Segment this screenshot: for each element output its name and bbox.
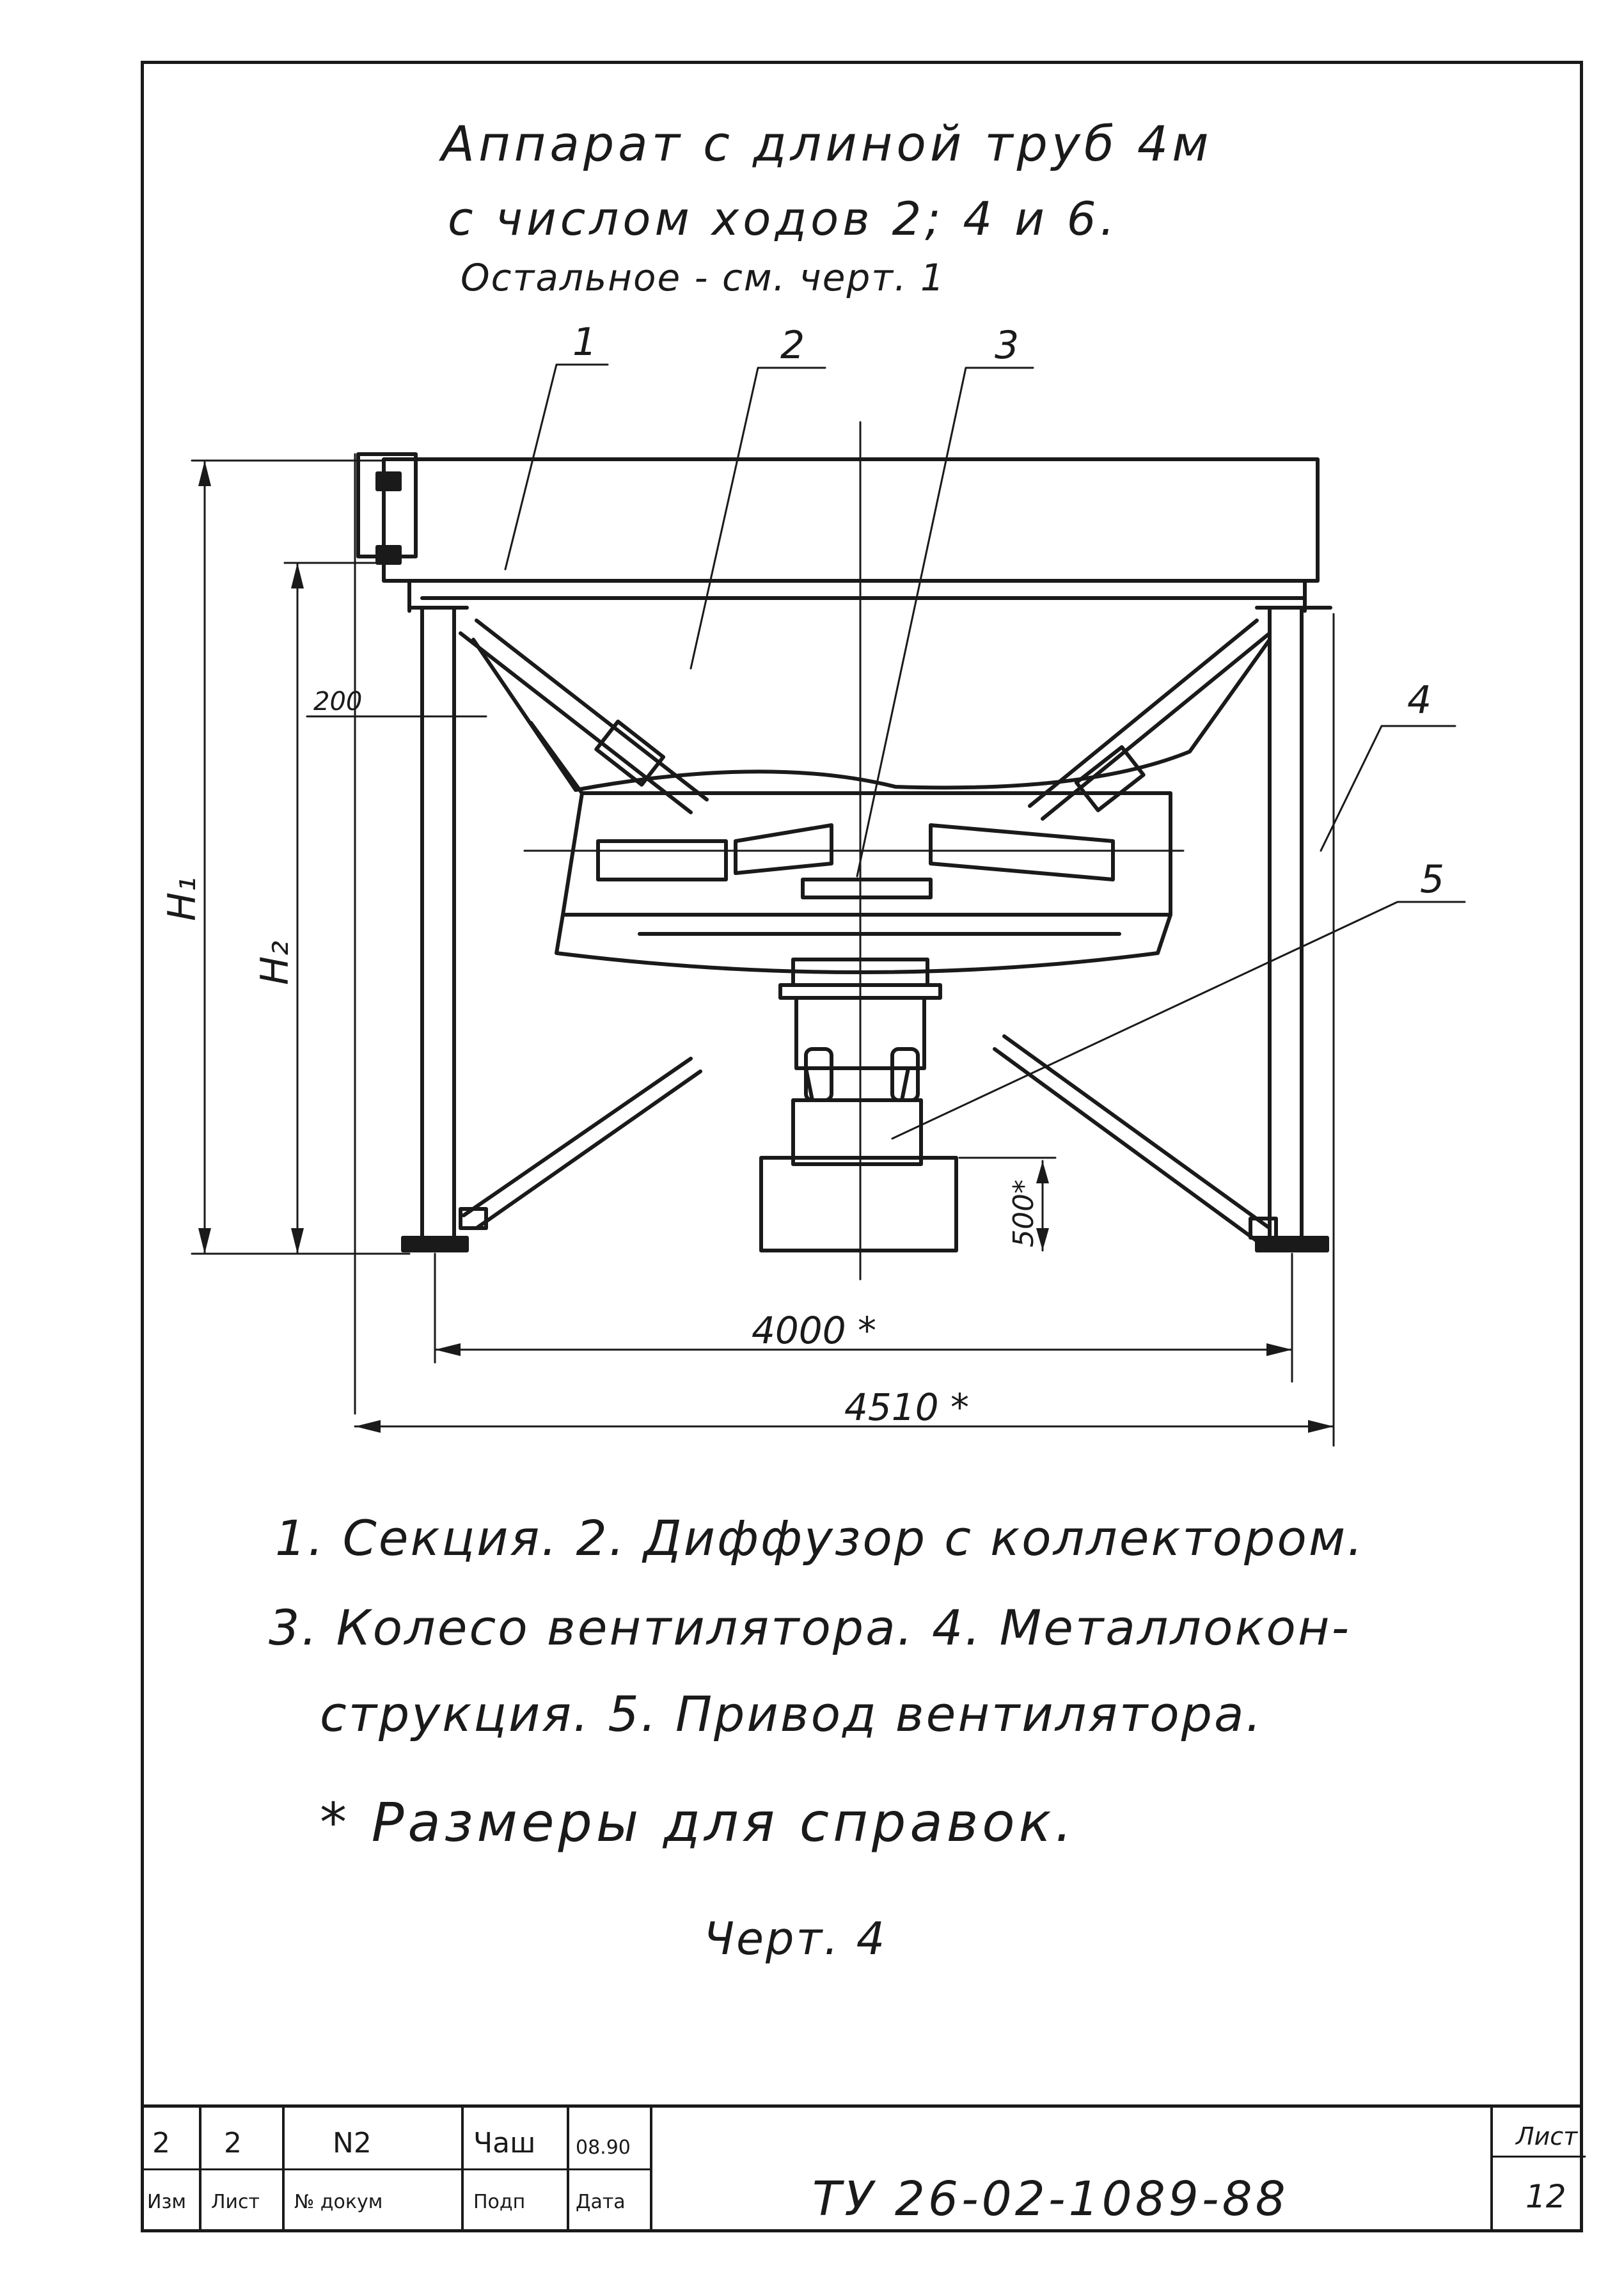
dim-500: 500* [1007, 1180, 1040, 1247]
legend-line-3: струкция. 5. Привод вентилятора. [320, 1685, 1263, 1742]
dim-h2: H₂ [253, 941, 297, 985]
drawing-frame [141, 61, 1583, 2232]
tb-document-number: N2 [333, 2127, 372, 2159]
document-designation: ТУ 26-02-1089-88 [812, 2172, 1289, 2227]
strut-upper-right [1028, 619, 1272, 821]
callout-5: 5 [1420, 857, 1444, 902]
column-left [420, 606, 456, 1243]
tb-revision: 2 [152, 2127, 170, 2159]
legend-line-1: 1. Секция. 2. Диффузор с коллектором. [275, 1510, 1365, 1567]
clamp-detail [356, 452, 418, 558]
leader-1 [504, 363, 609, 571]
dim-4510: 4510 * [844, 1385, 969, 1429]
section-box [382, 457, 1320, 583]
dim-4000: 4000 * [752, 1309, 876, 1352]
diffuser [471, 638, 1272, 792]
strut-lower-right [993, 1034, 1272, 1243]
drive-motor [791, 1098, 923, 1166]
title-block: 2 2 N2 Чаш 08.90 Изм Лист № докум Подп Д… [141, 2104, 1586, 2232]
callout-3: 3 [995, 323, 1019, 368]
tb-label-signature: Подп [473, 2191, 526, 2213]
tb-label-revision: Изм [147, 2191, 187, 2213]
title-line-3: Остальное - см. черт. 1 [461, 256, 945, 299]
tb-label-document: № докум [294, 2191, 383, 2213]
tb-date: 08.90 [576, 2136, 631, 2159]
title-line-2: с числом ходов 2; 4 и 6. [448, 192, 1119, 246]
leader-4 [1320, 725, 1456, 852]
leader-5 [891, 901, 1466, 1140]
strut-lower-left [462, 1057, 702, 1230]
leader-3 [856, 367, 1034, 878]
tb-signature: Чаш [473, 2127, 536, 2159]
legend-line-2: 3. Колесо вентилятора. 4. Металлокон- [269, 1599, 1352, 1656]
callout-1: 1 [572, 320, 597, 365]
sheet-number: 12 [1525, 2178, 1566, 2215]
callout-2: 2 [780, 323, 805, 368]
tb-label-date: Дата [576, 2191, 626, 2213]
leader-2 [690, 367, 826, 670]
column-right [1268, 606, 1304, 1243]
title-line-1: Аппарат с длиной труб 4м [441, 115, 1213, 172]
callout-4: 4 [1407, 678, 1431, 723]
strut-upper-left [459, 619, 709, 814]
drive-foundation [759, 1156, 958, 1252]
drive-coupling [794, 996, 926, 1070]
sheet-label: Лист [1516, 2122, 1578, 2151]
drawing-number: Черт. 4 [704, 1913, 887, 1965]
fan-blade-right [929, 823, 1115, 881]
tb-sheet: 2 [224, 2127, 242, 2159]
tb-label-sheet: Лист [211, 2191, 260, 2213]
fan-blade-left [596, 839, 728, 881]
dim-h1: H₁ [160, 877, 205, 921]
dim-200: 200 [313, 687, 362, 716]
fan-hub [801, 878, 933, 899]
reference-note: * Размеры для справок. [320, 1791, 1076, 1854]
